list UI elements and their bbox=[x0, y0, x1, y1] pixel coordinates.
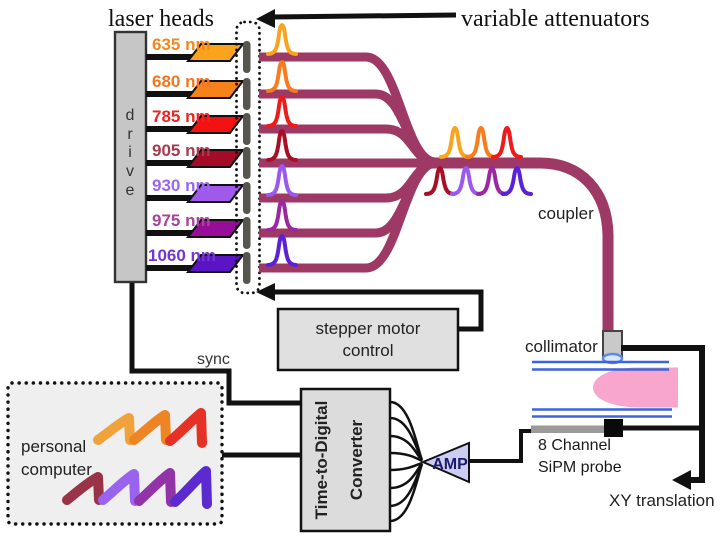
tissue-sample bbox=[593, 367, 678, 408]
stepper-motor-control-box: stepper motor control bbox=[276, 307, 460, 372]
pc-waveform-bottom bbox=[62, 466, 212, 509]
coupler-output-fiber bbox=[430, 157, 614, 341]
tdc-label-line2: Converter bbox=[347, 419, 366, 500]
stepper-to-attenuator-line bbox=[256, 283, 484, 332]
attenuator-pointer-arrow bbox=[256, 9, 457, 28]
sync-label: sync bbox=[197, 351, 230, 368]
laser-head-930 bbox=[185, 184, 246, 203]
attenuator-bars bbox=[243, 41, 251, 284]
sync-line bbox=[129, 283, 301, 406]
sipm-probe: 8 Channel SiPM probe bbox=[531, 419, 623, 476]
wavelength-label-635: 635 nm bbox=[152, 35, 211, 54]
merged-pulse-train-top bbox=[439, 125, 523, 159]
sample-glass-lines bbox=[532, 360, 672, 418]
probe-label-line2: SiPM probe bbox=[538, 459, 622, 476]
sample-chamber bbox=[532, 360, 678, 418]
personal-computer-box: personal computer bbox=[6, 381, 224, 526]
stepper-motor-label-line2: control bbox=[342, 341, 393, 360]
wavelength-label-1060: 1060 nm bbox=[148, 246, 216, 265]
drive-letter: d bbox=[126, 107, 135, 124]
variable-attenuators-label: variable attenuators bbox=[461, 6, 650, 32]
wavelength-label-785: 785 nm bbox=[152, 107, 211, 126]
xy-translation-label: XY translation bbox=[609, 491, 715, 510]
pc-waveform-top bbox=[93, 408, 207, 448]
laser-head-680 bbox=[185, 80, 246, 99]
laser-head-975 bbox=[185, 219, 246, 238]
laser-head-785 bbox=[185, 115, 246, 134]
drive-box: d r i v e bbox=[113, 30, 148, 284]
laser-head-635 bbox=[185, 43, 246, 62]
probe-connector bbox=[604, 419, 623, 437]
laser-head-905 bbox=[185, 149, 246, 168]
channel-pulses bbox=[266, 22, 298, 267]
tdc-box: Time-to-Digital Converter bbox=[299, 387, 392, 533]
amp-label: AMP bbox=[432, 456, 468, 473]
drive-letter: r bbox=[127, 126, 133, 143]
wavelength-label-905: 905 nm bbox=[152, 141, 211, 160]
xy-translation-arrow bbox=[621, 345, 705, 490]
coupler-label: coupler bbox=[538, 204, 594, 223]
personal-computer-label-line1: personal bbox=[21, 437, 86, 456]
merged-pulse-train-bottom bbox=[424, 165, 533, 196]
amp-to-probe-line bbox=[468, 429, 532, 463]
laser-heads-label: laser heads bbox=[108, 6, 214, 32]
collimator bbox=[601, 330, 624, 365]
drive-letter: i bbox=[128, 144, 132, 161]
wavelength-label-930: 930 nm bbox=[152, 176, 211, 195]
wavelength-label-680: 680 nm bbox=[152, 72, 211, 91]
laser-head-1060 bbox=[185, 254, 246, 273]
attenuator-dotted-box bbox=[235, 20, 261, 295]
laser-heads bbox=[185, 43, 246, 273]
collimator-label: collimator bbox=[525, 337, 598, 356]
probe-bar bbox=[531, 425, 607, 433]
wavelength-labels: 635 nm 680 nm 785 nm 905 nm 930 nm 975 n… bbox=[148, 35, 216, 265]
tdc-channel-cables bbox=[389, 400, 424, 523]
personal-computer-label-line2: computer bbox=[21, 460, 92, 479]
stepper-motor-label-line1: stepper motor bbox=[316, 319, 421, 338]
wavelength-label-975: 975 nm bbox=[152, 211, 211, 230]
probe-label-line1: 8 Channel bbox=[538, 437, 611, 454]
drive-letter: e bbox=[126, 182, 135, 199]
drive-letter: v bbox=[126, 163, 134, 180]
amp-triangle: AMP bbox=[420, 441, 470, 484]
tdc-label-line1: Time-to-Digital bbox=[312, 401, 331, 520]
fiber-bundle bbox=[259, 52, 614, 341]
